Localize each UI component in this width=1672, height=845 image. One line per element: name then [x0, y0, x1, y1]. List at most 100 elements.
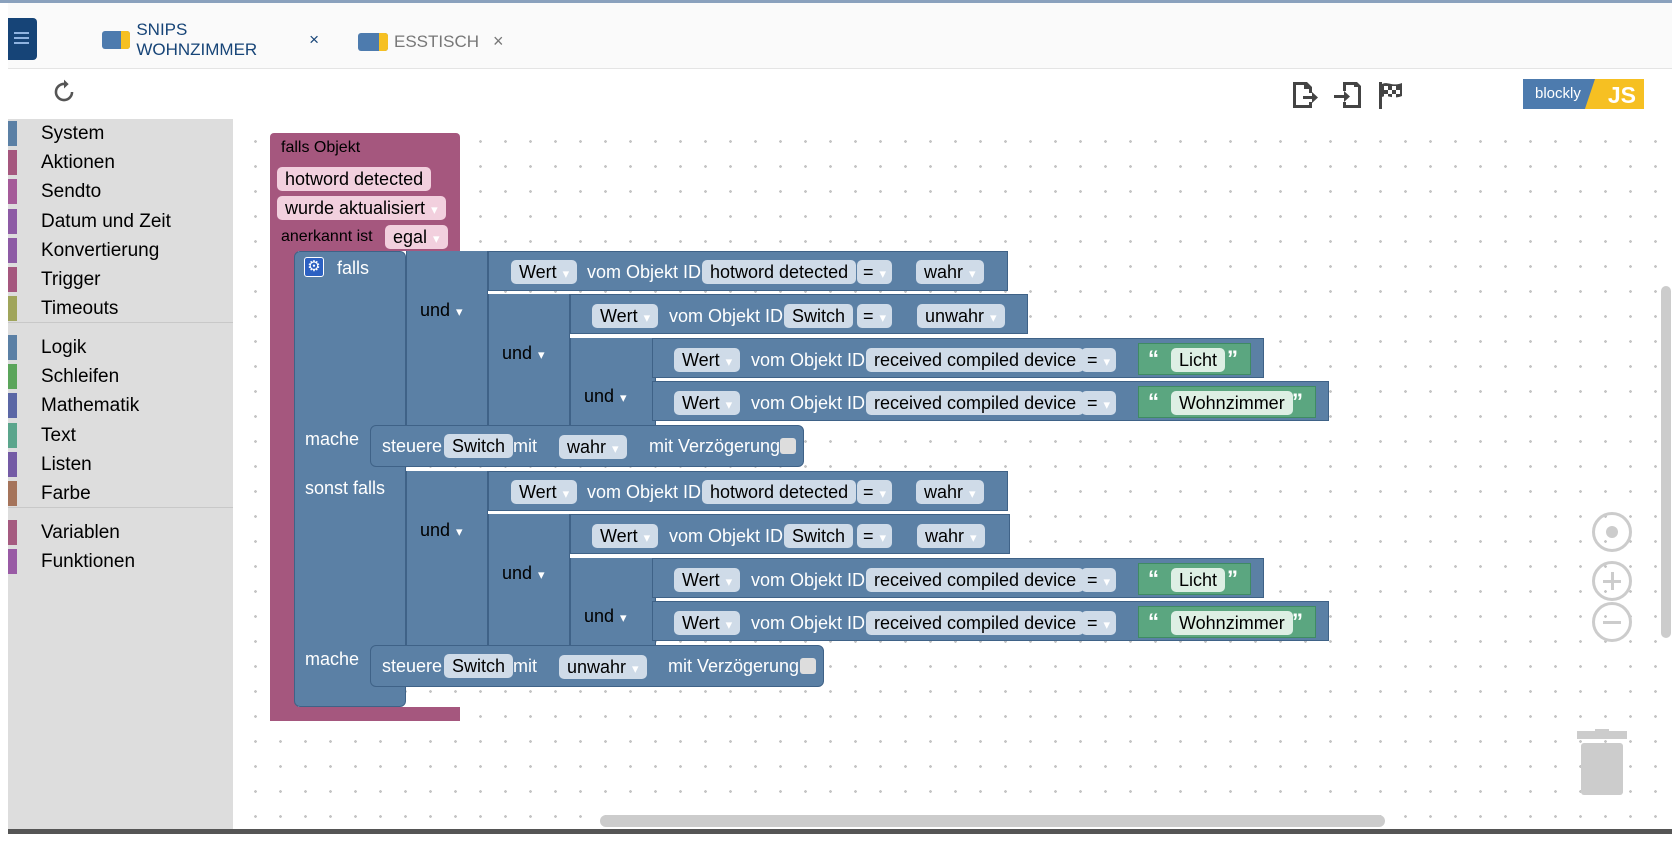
sidebar-item-aktionen[interactable]: Aktionen: [8, 148, 233, 176]
wert-dropdown[interactable]: Wert: [511, 260, 578, 284]
zoom-in-icon[interactable]: [1592, 561, 1632, 601]
string-field[interactable]: Wohnzimmer: [1171, 391, 1293, 415]
control-value-dropdown[interactable]: wahr: [559, 435, 627, 459]
sidebar-item-konvertierung[interactable]: Konvertierung: [8, 236, 233, 264]
und-dropdown[interactable]: und: [494, 341, 553, 365]
control-object-field[interactable]: Switch: [444, 434, 514, 458]
tab-snips-wohnzimmer[interactable]: SNIPS WOHNZIMMER ×: [74, 11, 319, 72]
string-field[interactable]: Licht: [1171, 568, 1226, 592]
ack-dropdown[interactable]: egal: [385, 225, 448, 249]
operator-dropdown[interactable]: =: [857, 480, 893, 504]
wert-dropdown[interactable]: Wert: [592, 304, 659, 328]
und-dropdown[interactable]: und: [412, 518, 471, 542]
wert-dropdown[interactable]: Wert: [511, 480, 578, 504]
sidebar-item-label: Funktionen: [41, 551, 136, 572]
category-color-bar: [8, 393, 17, 418]
event-object-id[interactable]: hotword detected: [277, 167, 432, 191]
tab-close-icon[interactable]: ×: [309, 30, 319, 49]
wert-dropdown[interactable]: Wert: [674, 568, 741, 592]
horizontal-scrollbar[interactable]: [600, 815, 1385, 827]
recenter-icon[interactable]: [1592, 512, 1632, 552]
und-dropdown[interactable]: und: [494, 561, 553, 585]
sidebar-item-trigger[interactable]: Trigger: [8, 265, 233, 293]
sidebar-item-listen[interactable]: Listen: [8, 450, 233, 478]
tab-label: ESSTISCH: [394, 31, 480, 51]
string-block[interactable]: “ Licht ”: [1138, 343, 1251, 375]
object-id-field[interactable]: received compiled device: [866, 611, 1085, 635]
if-block[interactable]: ⚙ falls mache sonst falls mache: [294, 251, 406, 707]
sidebar-item-system[interactable]: System: [8, 119, 233, 147]
and-block-1[interactable]: [406, 251, 488, 425]
delay-checkbox[interactable]: [800, 658, 816, 674]
trash-icon[interactable]: [1575, 729, 1629, 797]
hamburger-menu-button[interactable]: [8, 18, 37, 60]
sidebar-item-variablen[interactable]: Variablen: [8, 518, 233, 546]
blockly-js-logo[interactable]: blockly JS: [1523, 79, 1644, 109]
und-dropdown[interactable]: und: [576, 604, 635, 628]
and-block-6[interactable]: [570, 558, 656, 645]
string-block[interactable]: “ Licht ”: [1138, 563, 1251, 595]
sidebar-item-schleifen[interactable]: Schleifen: [8, 362, 233, 390]
blockly-workspace[interactable]: falls Objekt hotword detected wurde aktu…: [233, 119, 1672, 829]
value-dropdown[interactable]: wahr: [917, 524, 985, 548]
object-id-field[interactable]: received compiled device: [866, 348, 1085, 372]
operator-dropdown[interactable]: =: [1081, 348, 1117, 372]
object-id-field[interactable]: hotword detected: [702, 260, 857, 284]
delay-checkbox[interactable]: [780, 438, 796, 454]
wert-dropdown[interactable]: Wert: [674, 348, 741, 372]
und-dropdown[interactable]: und: [576, 384, 635, 408]
operator-dropdown[interactable]: =: [857, 260, 893, 284]
operator-dropdown[interactable]: =: [857, 304, 893, 328]
sidebar-item-sendto[interactable]: Sendto: [8, 177, 233, 205]
tab-esstisch[interactable]: ESSTISCH ×: [358, 11, 528, 72]
sidebar-item-timeouts[interactable]: Timeouts: [8, 294, 233, 322]
and-block-3[interactable]: [570, 338, 656, 425]
control-object-field[interactable]: Switch: [444, 654, 514, 678]
import-icon[interactable]: [1333, 80, 1363, 110]
control-value-dropdown[interactable]: unwahr: [559, 655, 647, 679]
vertical-scrollbar[interactable]: [1661, 286, 1671, 638]
operator-dropdown[interactable]: =: [1081, 568, 1117, 592]
value-dropdown[interactable]: wahr: [916, 480, 984, 504]
gear-icon[interactable]: ⚙: [304, 257, 324, 277]
zoom-out-icon[interactable]: [1592, 602, 1632, 642]
string-field[interactable]: Wohnzimmer: [1171, 611, 1293, 635]
sidebar-item-datum-und-zeit[interactable]: Datum und Zeit: [8, 207, 233, 235]
object-id-field[interactable]: Switch: [784, 524, 854, 548]
value-dropdown[interactable]: wahr: [916, 260, 984, 284]
export-icon[interactable]: [1290, 80, 1320, 110]
quote-close-icon: ”: [1292, 389, 1303, 414]
object-id-field[interactable]: received compiled device: [866, 391, 1085, 415]
wert-dropdown[interactable]: Wert: [674, 391, 741, 415]
string-block[interactable]: “ Wohnzimmer ”: [1138, 386, 1316, 418]
quote-close-icon: ”: [1227, 566, 1238, 591]
bottom-divider: [8, 829, 1672, 834]
vom-objekt-label: vom Objekt ID: [751, 393, 866, 413]
tab-close-icon[interactable]: ×: [493, 31, 504, 51]
string-field[interactable]: Licht: [1171, 348, 1226, 372]
sidebar-item-label: System: [41, 123, 105, 144]
event-block[interactable]: falls Objekt hotword detected wurde aktu…: [270, 133, 460, 721]
and-block-4[interactable]: [406, 471, 488, 645]
value-dropdown[interactable]: unwahr: [917, 304, 1005, 328]
sidebar-item-funktionen[interactable]: Funktionen: [8, 547, 233, 575]
sidebar-item-text[interactable]: Text: [8, 421, 233, 449]
refresh-icon[interactable]: [50, 78, 78, 106]
flag-icon[interactable]: [1376, 80, 1406, 110]
object-id-field[interactable]: hotword detected: [702, 480, 857, 504]
category-color-bar: [8, 481, 17, 506]
sidebar-item-farbe[interactable]: Farbe: [8, 479, 233, 507]
wert-dropdown[interactable]: Wert: [674, 611, 741, 635]
operator-dropdown[interactable]: =: [857, 524, 893, 548]
operator-dropdown[interactable]: =: [1081, 611, 1117, 635]
und-dropdown[interactable]: und: [412, 298, 471, 322]
sidebar-item-label: Konvertierung: [41, 240, 160, 261]
object-id-field[interactable]: Switch: [784, 304, 854, 328]
operator-dropdown[interactable]: =: [1081, 391, 1117, 415]
string-block[interactable]: “ Wohnzimmer ”: [1138, 606, 1316, 638]
wert-dropdown[interactable]: Wert: [592, 524, 659, 548]
event-trigger-dropdown[interactable]: wurde aktualisiert: [277, 196, 446, 220]
object-id-field[interactable]: received compiled device: [866, 568, 1085, 592]
sidebar-item-mathematik[interactable]: Mathematik: [8, 391, 233, 419]
sidebar-item-logik[interactable]: Logik: [8, 333, 233, 361]
